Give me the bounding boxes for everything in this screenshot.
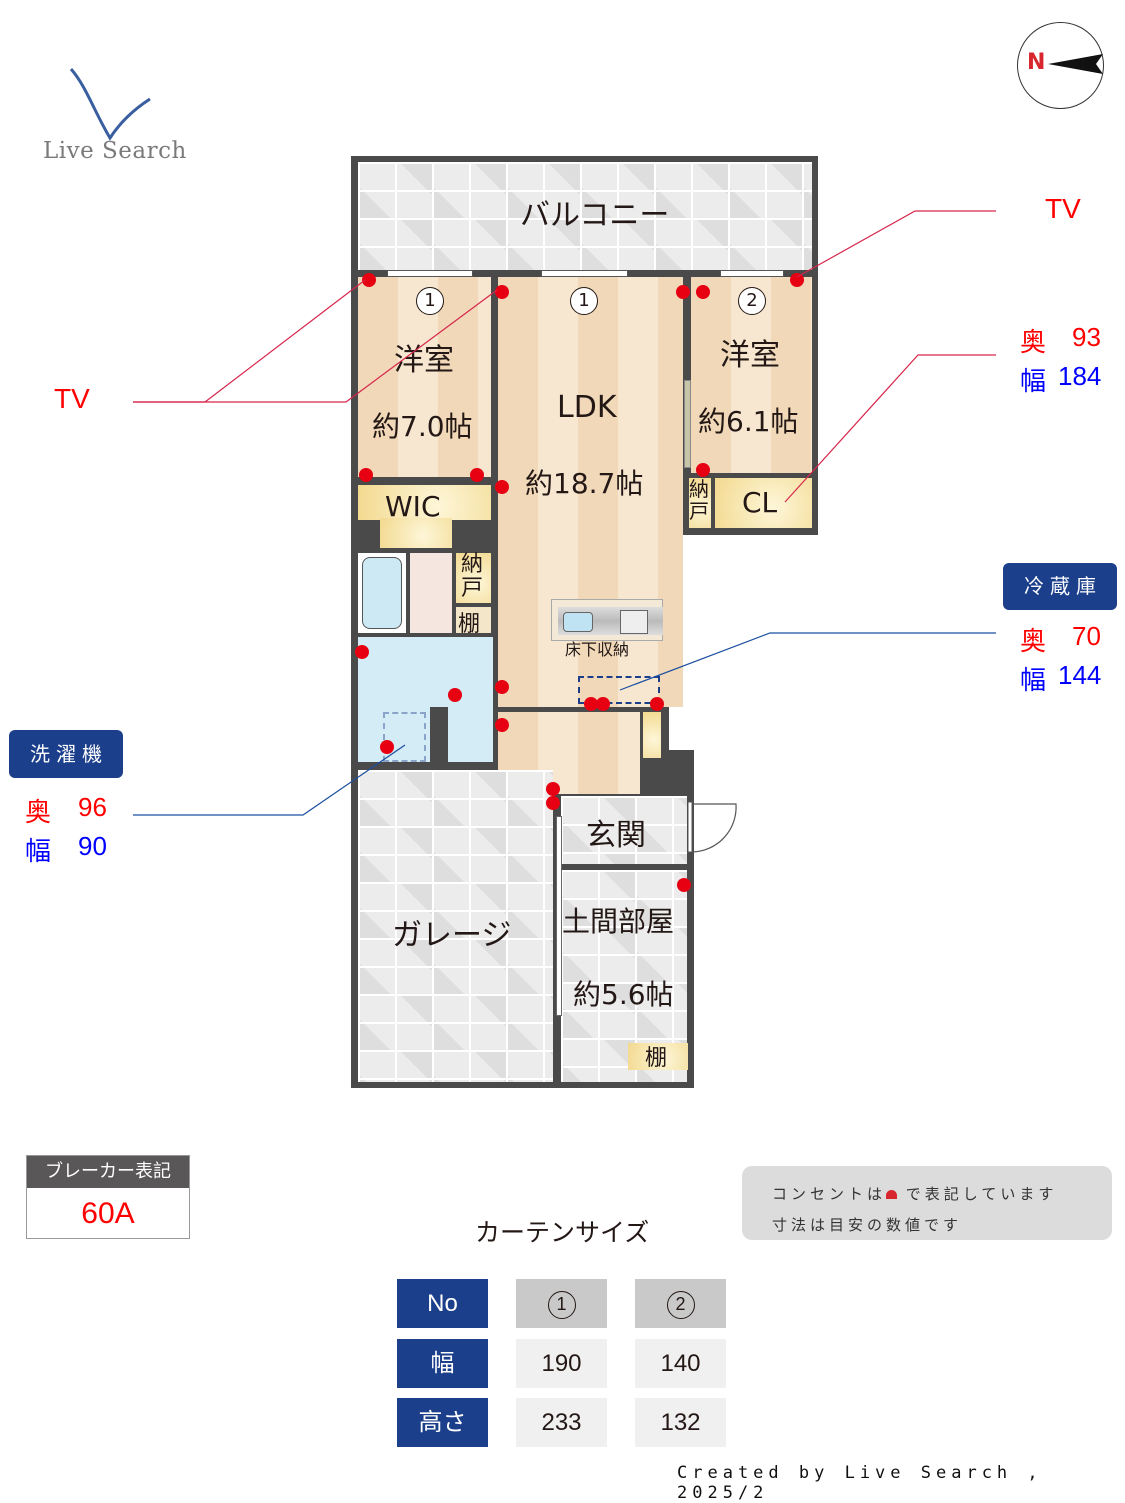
entrance — [561, 796, 687, 864]
room-name: 棚 — [458, 612, 481, 637]
curtain-table-title: カーテンサイズ — [475, 1218, 650, 1247]
north-arrow-icon — [1048, 54, 1103, 74]
width-value: 184 — [1058, 361, 1102, 391]
wic — [358, 485, 491, 520]
room-name: CL — [742, 486, 778, 519]
room-name: ガレージ — [392, 918, 512, 953]
width-label: 幅 — [25, 836, 52, 866]
col-1-no: 1 — [516, 1279, 607, 1328]
floorplan: バルコニー 1 洋室 約7.0帖 WIC 1 LDK 約18.7帖 床下収納 2… — [351, 156, 818, 1088]
stove-icon — [620, 610, 648, 634]
depth-label: 奥 — [1020, 626, 1047, 656]
room-size: 約7.0帖 — [372, 410, 473, 443]
washer-badge: 洗濯機 — [9, 730, 123, 778]
depth-value: 96 — [78, 792, 107, 822]
credit-text: Created by Live Search , 2025/2 — [677, 1463, 1043, 1503]
room-name: 納戸 — [461, 552, 484, 601]
closet — [715, 478, 812, 528]
width-label: 幅 — [1020, 366, 1047, 396]
room-name: 洋室 — [720, 338, 780, 373]
curtain-number: 2 — [738, 287, 766, 315]
room-name: WIC — [385, 490, 441, 523]
washer-space — [383, 712, 426, 762]
room-size: 約5.6帖 — [573, 978, 674, 1011]
breaker-box: ブレーカー表記 60A — [26, 1155, 190, 1239]
col-1-height: 233 — [516, 1398, 607, 1447]
depth-label: 奥 — [25, 797, 52, 827]
curtain-number: 1 — [570, 287, 598, 315]
storage-2 — [689, 478, 711, 528]
room-name: 洋室 — [394, 343, 454, 378]
note-line1b: で表記しています — [905, 1185, 1058, 1203]
note-line2: 寸法は目安の数値です — [772, 1216, 963, 1234]
fridge-space — [578, 676, 660, 704]
breaker-value: 60A — [81, 1197, 135, 1230]
tv-label-right: TV — [1045, 193, 1081, 224]
col-2-no: 2 — [635, 1279, 726, 1328]
curtain-number: 1 — [416, 287, 444, 315]
room-name: LDK — [557, 390, 617, 425]
outlet-icon — [886, 1190, 898, 1199]
garage — [358, 770, 553, 1082]
depth-value: 70 — [1072, 621, 1101, 651]
header-width: 幅 — [397, 1339, 488, 1388]
north-label: N — [1027, 50, 1046, 75]
logo-text: Live Search — [43, 138, 187, 164]
balcony — [358, 162, 812, 270]
width-label: 幅 — [1020, 665, 1047, 695]
col-2-height: 132 — [635, 1398, 726, 1447]
balcony-label: バルコニー — [520, 198, 670, 233]
leader-lines — [133, 210, 996, 816]
col-1-width: 190 — [516, 1339, 607, 1388]
storage-1 — [456, 553, 491, 603]
col-2-width: 140 — [635, 1339, 726, 1388]
width-value: 144 — [1058, 660, 1102, 690]
underfloor-label: 床下収納 — [565, 640, 630, 659]
legend-note: コンセントは で表記しています 寸法は目安の数値です — [742, 1166, 1112, 1240]
sink-icon — [563, 612, 593, 632]
room-name: 棚 — [645, 1046, 668, 1071]
breaker-title: ブレーカー表記 — [27, 1156, 189, 1188]
header-no: No — [397, 1279, 488, 1328]
width-value: 90 — [78, 831, 107, 861]
room-name: 玄関 — [586, 818, 646, 853]
fridge-badge: 冷蔵庫 — [1003, 563, 1117, 610]
logo-icon — [69, 68, 151, 141]
depth-label: 奥 — [1020, 327, 1047, 357]
room-name: 土間部屋 — [562, 905, 675, 938]
note-line1a: コンセントは — [772, 1185, 887, 1203]
shelf-2 — [628, 1043, 688, 1070]
room-size: 約6.1帖 — [698, 405, 799, 438]
tv-label-left: TV — [54, 383, 90, 414]
entrance-door-icon — [688, 801, 737, 853]
header-height: 高さ — [397, 1398, 488, 1447]
room-size: 約18.7帖 — [525, 467, 644, 500]
room-name: 納戸 — [689, 477, 709, 523]
compass — [1017, 22, 1104, 109]
depth-value: 93 — [1072, 322, 1101, 352]
